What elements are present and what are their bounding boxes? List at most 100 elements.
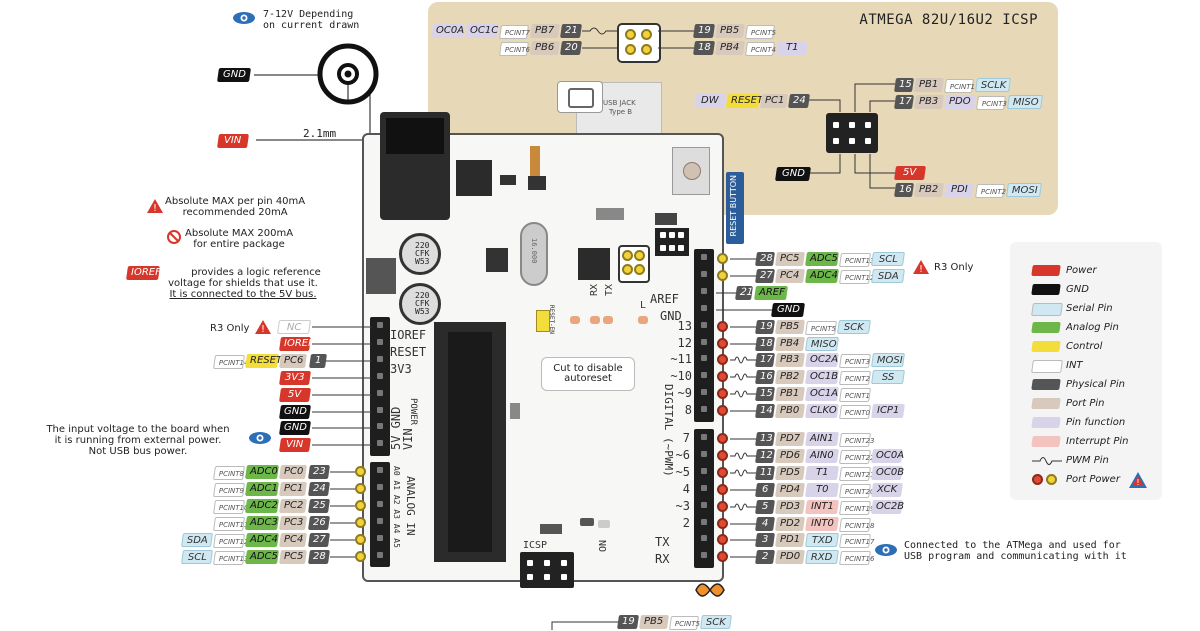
label-phys: 15 bbox=[894, 78, 914, 92]
label-analog: ADC5 bbox=[805, 252, 839, 266]
label-gnd: GND bbox=[217, 68, 251, 82]
legend-swatch bbox=[1031, 360, 1063, 373]
on-led bbox=[598, 520, 610, 528]
label-int: PCINT8 bbox=[213, 466, 245, 480]
note-usb: Connected to the ATMega and used for USB… bbox=[904, 540, 1127, 562]
silk-pin-number: ~6 bbox=[675, 448, 690, 462]
label-int: PCINT1 bbox=[944, 79, 975, 93]
svg-text:!: ! bbox=[153, 203, 157, 214]
fuse bbox=[530, 146, 540, 176]
silk-on: ON bbox=[598, 540, 609, 553]
port-power-pad bbox=[717, 253, 728, 264]
connector-line bbox=[730, 539, 756, 541]
label-gnd: GND bbox=[771, 303, 805, 317]
port-power-pad bbox=[717, 551, 728, 562]
label-port: PB5 bbox=[715, 24, 745, 38]
label-serial: SCL bbox=[181, 550, 213, 564]
silk-pin-number: ~10 bbox=[670, 369, 692, 383]
svg-text:!: ! bbox=[261, 324, 265, 335]
pwm-line bbox=[730, 390, 756, 398]
legend-swatch bbox=[1031, 303, 1063, 316]
power-jack-note: 7-12V Depending on current drawn bbox=[263, 9, 360, 31]
label-int: PCINT5 bbox=[745, 25, 776, 39]
label-func: AIN0 bbox=[805, 449, 839, 463]
header-hole bbox=[377, 356, 383, 362]
silk-reset-en: RESET-EN bbox=[548, 305, 555, 334]
header-hole bbox=[377, 407, 383, 413]
connector-line bbox=[312, 326, 372, 328]
note-max-pin: Absolute MAX per pin 40mA recommended 20… bbox=[165, 196, 306, 218]
connector-line bbox=[330, 505, 355, 507]
port-power-pad bbox=[717, 338, 728, 349]
smd-part bbox=[510, 403, 520, 419]
label-aref: AREF bbox=[754, 286, 788, 300]
silk-icsp: ICSP bbox=[523, 540, 548, 551]
reset-button[interactable] bbox=[672, 147, 710, 195]
connector-line bbox=[312, 394, 372, 396]
port-power-pad bbox=[717, 467, 728, 478]
label-func: OC0A bbox=[871, 449, 904, 463]
label-phys: 25 bbox=[308, 499, 330, 513]
silk-pin-number: 13 bbox=[677, 319, 692, 333]
label-int: PCINT17 bbox=[839, 534, 874, 548]
header-hole bbox=[377, 518, 383, 524]
header-hole bbox=[377, 322, 383, 328]
label-func: OC1A bbox=[805, 387, 839, 401]
label-int: PCINT5 bbox=[669, 616, 700, 630]
header-hole bbox=[701, 271, 707, 277]
label-int: PCINT9 bbox=[213, 483, 245, 497]
header-hole bbox=[701, 305, 707, 311]
svg-text:!: ! bbox=[1136, 478, 1139, 487]
icsp-bottom-header bbox=[520, 552, 574, 588]
header-hole bbox=[377, 535, 383, 541]
label-int: PCINT3 bbox=[839, 354, 871, 368]
header-hole bbox=[377, 484, 383, 490]
legend-label: Physical Pin bbox=[1066, 379, 1126, 390]
label-phys: 4 bbox=[755, 517, 775, 531]
label-port: PB3 bbox=[914, 95, 944, 109]
board-2x2-header bbox=[618, 245, 650, 283]
label-phys: 19 bbox=[755, 320, 775, 334]
connector-line bbox=[330, 522, 355, 524]
label-func: OC1B bbox=[805, 370, 839, 384]
pin-pad bbox=[641, 44, 652, 55]
port-power-pad bbox=[355, 534, 366, 545]
silk-pin-number: ~5 bbox=[675, 465, 690, 479]
warning-icon: ! bbox=[255, 320, 271, 335]
label-gnd: GND bbox=[775, 167, 811, 181]
label-phys: 11 bbox=[755, 466, 775, 480]
label-int: PCINT6 bbox=[499, 42, 530, 56]
pwm-line bbox=[730, 452, 756, 460]
connector-line bbox=[312, 377, 372, 379]
port-power-pad bbox=[717, 433, 728, 444]
label-func: ICP1 bbox=[871, 404, 905, 418]
label-serial: MOSI bbox=[1006, 183, 1042, 197]
smd-part bbox=[580, 518, 594, 526]
label-phys: 3 bbox=[755, 533, 775, 547]
port-power-pad bbox=[355, 483, 366, 494]
label-serial: SCK bbox=[837, 320, 871, 334]
label-power: 5V bbox=[894, 166, 926, 180]
connector-line bbox=[730, 438, 756, 440]
connector-line bbox=[312, 343, 372, 345]
label-phys: 19 bbox=[617, 615, 639, 629]
silk-power: POWER bbox=[408, 398, 418, 426]
label-phys: 15 bbox=[755, 387, 775, 401]
silk-ioref: IOREF bbox=[390, 328, 427, 342]
label-func: CLKO bbox=[805, 404, 839, 418]
led bbox=[638, 316, 648, 324]
label-port: PB6 bbox=[530, 41, 560, 55]
atmega328p-chip bbox=[434, 322, 506, 562]
label-phys: 19 bbox=[693, 24, 715, 38]
label-port: PB1 bbox=[914, 78, 944, 92]
label-phys: 12 bbox=[755, 449, 775, 463]
label-port: PB2 bbox=[914, 183, 944, 197]
label-func: T1 bbox=[805, 466, 839, 480]
connector-line bbox=[716, 309, 772, 311]
label-power: 3V3 bbox=[279, 371, 311, 385]
label-port: PC4 bbox=[775, 269, 805, 283]
label-int: PCINT14 bbox=[213, 355, 248, 369]
